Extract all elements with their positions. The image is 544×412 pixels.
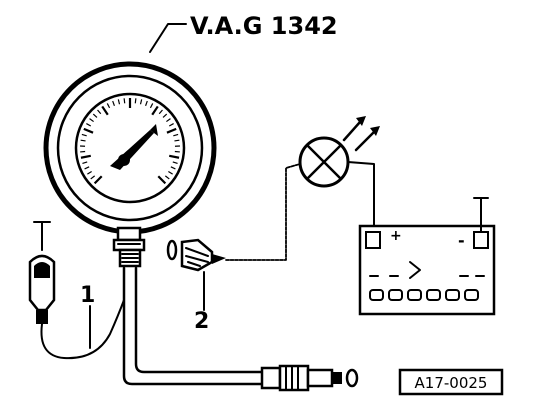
gauge-tick bbox=[162, 113, 168, 118]
gauge-tick bbox=[101, 105, 109, 116]
gauge-tick bbox=[166, 118, 171, 123]
battery-cell-cap bbox=[388, 289, 403, 301]
gauge-tick bbox=[168, 123, 174, 127]
gauge-tick bbox=[168, 171, 173, 175]
callout-2: 2 bbox=[194, 309, 209, 334]
lamp-wire bbox=[347, 161, 375, 241]
gauge-tick bbox=[145, 100, 148, 106]
pressure-hose bbox=[122, 266, 264, 386]
gauge-tick bbox=[92, 113, 98, 118]
figure-code-box bbox=[398, 368, 504, 396]
gauge-fitting bbox=[112, 226, 146, 268]
gauge-scale-ticks bbox=[80, 98, 180, 185]
sensor-2 bbox=[166, 238, 226, 272]
gauge-tick bbox=[87, 171, 92, 175]
battery-cell-cap bbox=[464, 289, 479, 301]
light-rays-icon bbox=[342, 116, 380, 152]
gauge-tick bbox=[97, 109, 102, 115]
gauge-tick bbox=[151, 105, 159, 116]
battery-cell-caps bbox=[369, 289, 479, 301]
battery-cell-cap bbox=[407, 289, 422, 301]
gauge-tick bbox=[134, 98, 137, 104]
battery bbox=[358, 224, 496, 316]
sensor-wire bbox=[225, 163, 301, 261]
gauge-tick bbox=[89, 118, 94, 123]
callout-1: 1 bbox=[80, 283, 95, 308]
battery-ground-wire bbox=[473, 197, 489, 233]
battery-cell-cap bbox=[369, 289, 384, 301]
gauge-tick bbox=[158, 109, 163, 115]
battery-cell-cap bbox=[426, 289, 441, 301]
gauge-tick bbox=[172, 161, 178, 165]
gauge-tick bbox=[82, 161, 88, 165]
gauge-tick bbox=[123, 98, 126, 104]
gauge-tick bbox=[173, 133, 179, 137]
probe-1 bbox=[28, 221, 56, 324]
figure-code: A17-0025 bbox=[415, 374, 488, 392]
test-lamp bbox=[298, 136, 350, 188]
battery-cell-cap bbox=[445, 289, 460, 301]
hose-end-fitting bbox=[260, 364, 359, 392]
gauge-tick bbox=[86, 123, 92, 127]
gauge-tick bbox=[164, 175, 170, 180]
gauge-tick bbox=[81, 133, 87, 137]
gauge-tick bbox=[117, 99, 121, 105]
tool-label: V.A.G 1342 bbox=[190, 12, 338, 40]
gauge-tick bbox=[90, 175, 96, 180]
gauge-tick bbox=[83, 127, 94, 134]
gauge-tick bbox=[139, 99, 143, 105]
gauge-tick bbox=[80, 139, 86, 142]
gauge-tick bbox=[80, 154, 91, 159]
tool-label-leader bbox=[149, 23, 187, 53]
gauge-tick bbox=[170, 166, 176, 170]
battery-minus-sign: - bbox=[458, 231, 465, 250]
gauge-tick bbox=[174, 139, 180, 142]
gauge-tick bbox=[106, 103, 111, 109]
probe-cable bbox=[40, 299, 125, 360]
gauge-tick bbox=[157, 175, 167, 185]
pressure-gauge bbox=[43, 61, 217, 235]
gauge-tick bbox=[169, 154, 180, 159]
gauge-tick bbox=[93, 175, 103, 185]
gauge-tick bbox=[149, 103, 154, 109]
gauge-tick bbox=[112, 100, 115, 106]
gauge-needle bbox=[110, 124, 158, 170]
battery-plus-sign: + bbox=[390, 228, 402, 244]
gauge-tick bbox=[84, 166, 90, 170]
gauge-tick bbox=[166, 127, 177, 134]
